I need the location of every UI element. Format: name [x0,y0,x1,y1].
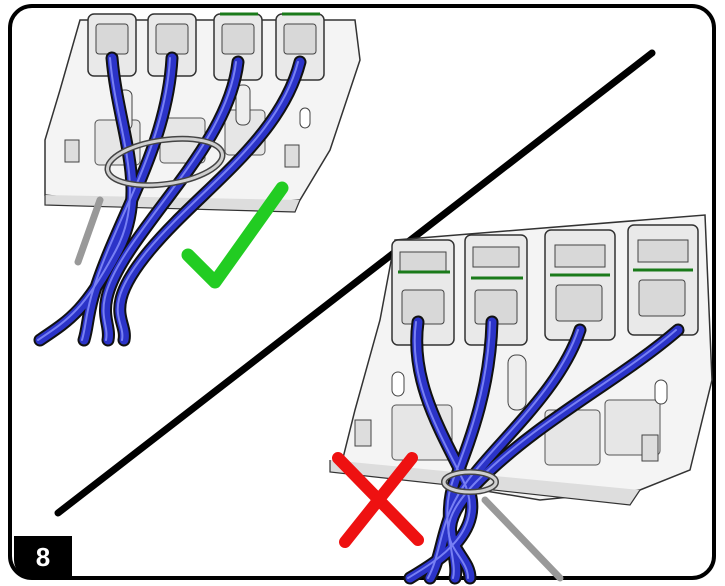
jack-module [627,224,699,336]
incorrect-installation-illustration [329,214,713,585]
correct-installation-illustration [33,12,361,347]
jack-module [391,239,455,346]
jack-module [544,229,616,341]
network-cables-tangled [403,315,685,585]
cross-icon [332,452,424,548]
jack-module [275,12,325,81]
cable-tie-tail [481,496,564,582]
diagonal-divider [54,49,656,517]
network-cables-bundled [33,51,307,347]
checkmark-icon [181,181,289,289]
step-number-badge: 8 [14,536,72,578]
cable-tie-tail [74,196,104,266]
